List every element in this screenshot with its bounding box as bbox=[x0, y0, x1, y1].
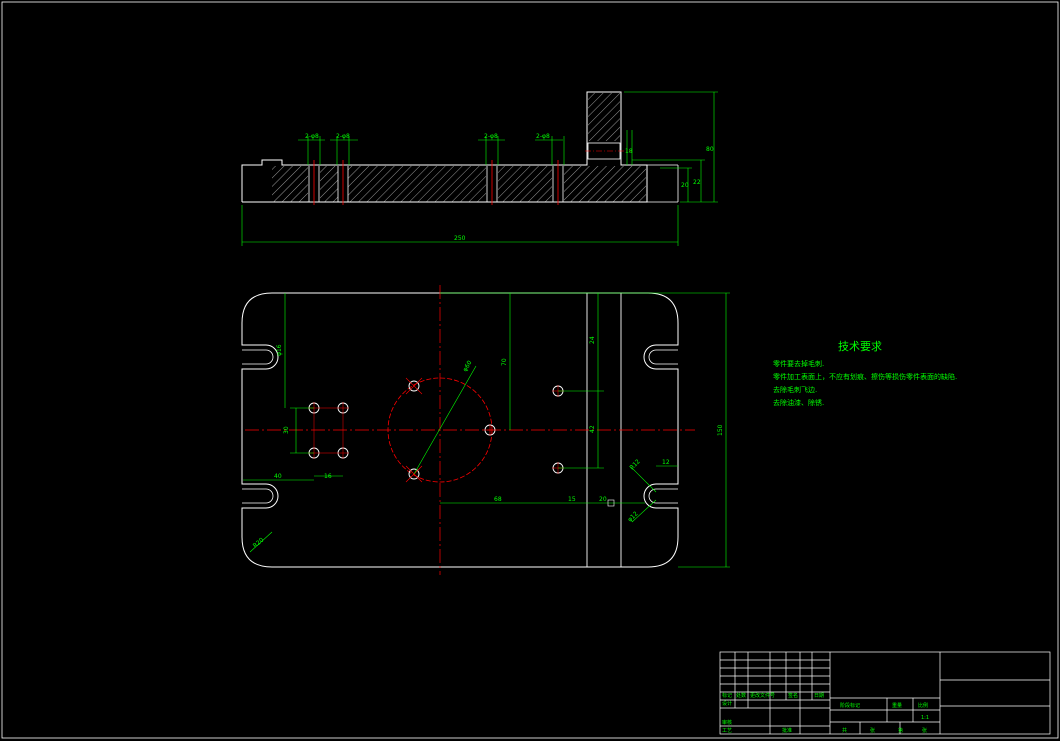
dim-hole-callout-3: 2-φ8 bbox=[484, 133, 498, 140]
tech-requirements-list: 零件要去掉毛刺. 零件加工表面上，不应有划痕、擦伤等损伤零件表面的缺陷. 去除毛… bbox=[773, 358, 957, 410]
left-hole-pattern bbox=[308, 402, 349, 459]
dim-hole-spacing: 16 bbox=[324, 473, 332, 480]
dim-slot-width: 12 bbox=[662, 459, 670, 466]
hatch-area-4 bbox=[498, 166, 552, 202]
dim-left-top-vertical: φ16 bbox=[276, 344, 283, 356]
tb-label-signature: 签名 bbox=[788, 692, 798, 699]
dim-bottom-left-offset: 40 bbox=[274, 473, 282, 480]
slot-left-bottom bbox=[242, 488, 274, 504]
slot-right-bottom bbox=[648, 488, 678, 504]
dim-bottom-horizontal: 68 bbox=[494, 496, 502, 503]
hatch-area-5 bbox=[564, 166, 646, 202]
tech-requirement-item: 零件加工表面上，不应有划痕、擦伤等损伤零件表面的缺陷. bbox=[773, 373, 958, 381]
tb-label-count: 处数 bbox=[736, 692, 746, 699]
title-block: 标记 处数 更改文件号 签名 日期 设计 审核 阶段标记 重量 比例 共 张 第… bbox=[719, 651, 1051, 735]
hatch-area-1 bbox=[272, 166, 308, 202]
tech-requirement-item: 去除油漆、除锈. bbox=[773, 399, 825, 407]
dim-pitch-vertical: 30 bbox=[283, 426, 290, 434]
dim-hole-callout-2: 2-φ8 bbox=[336, 133, 350, 140]
section-view: 250 80 22 20 18 2-φ8 2-φ8 2-φ8 2-φ8 bbox=[241, 91, 718, 246]
dim-big-circle: φ60 bbox=[462, 359, 474, 373]
tech-requirements-title: 技术要求 bbox=[838, 340, 882, 353]
dim-slot-angle: φ12 bbox=[626, 510, 639, 523]
dim-right-vertical-upper: 24 bbox=[589, 336, 596, 344]
tb-label-sheet-1: 张 bbox=[870, 727, 875, 734]
section-dimension-lines bbox=[241, 91, 718, 246]
hatch-area-2 bbox=[320, 166, 338, 202]
hatch-block-upper bbox=[588, 93, 620, 141]
tb-label-scale: 比例 bbox=[918, 702, 928, 709]
plan-view: φ16 30 40 16 70 φ60 24 42 68 15 20 12 R1… bbox=[241, 285, 730, 575]
tb-label-design: 设计 bbox=[722, 700, 732, 707]
hole-center-marks bbox=[308, 385, 564, 474]
dim-corner-radius: R20 bbox=[252, 536, 266, 549]
tb-label-process: 工艺 bbox=[722, 728, 732, 734]
tb-label-date: 日期 bbox=[814, 693, 824, 699]
dim-overall-length: 250 bbox=[454, 235, 466, 242]
tb-label-review: 审核 bbox=[722, 719, 732, 726]
dim-slot-height: 18 bbox=[625, 148, 633, 155]
tb-label-stage: 阶段标记 bbox=[840, 702, 860, 709]
tech-requirement-item: 零件要去掉毛刺. bbox=[773, 360, 825, 368]
dim-hole-callout-4: 2-φ8 bbox=[536, 133, 550, 140]
dim-overall-height: 150 bbox=[717, 424, 724, 436]
dim-small-step-1: 15 bbox=[568, 496, 576, 503]
dim-hole-callout-1: 2-φ8 bbox=[305, 133, 319, 140]
tb-label-mark: 标记 bbox=[722, 692, 732, 699]
tb-label-sheet-2: 张 bbox=[922, 727, 927, 734]
dim-marker-box bbox=[607, 499, 615, 507]
plan-outline bbox=[241, 292, 679, 568]
dim-small-step-2: 20 bbox=[599, 496, 607, 503]
tb-label-total: 共 bbox=[842, 727, 847, 734]
section-hole-centerlines bbox=[313, 160, 559, 205]
dim-right-vertical-lower: 42 bbox=[589, 425, 596, 433]
dim-right-height-outer: 80 bbox=[706, 146, 714, 153]
dim-right-height-mid: 22 bbox=[693, 179, 701, 186]
section-hole-edges bbox=[308, 166, 564, 202]
dim-slot-radius: R12 bbox=[628, 458, 641, 471]
tb-label-weight: 重量 bbox=[892, 702, 902, 709]
dim-right-height-inner: 20 bbox=[681, 182, 689, 189]
right-hole-pair bbox=[552, 385, 564, 474]
slot-left-top bbox=[242, 349, 274, 365]
plan-dimension-lines bbox=[243, 292, 730, 568]
slot-right-top bbox=[648, 349, 678, 365]
tb-label-number: 第 bbox=[898, 727, 903, 734]
hatch-area-3 bbox=[348, 166, 486, 202]
tech-requirement-item: 去除毛刺飞边. bbox=[773, 386, 818, 394]
dim-center-vertical: 70 bbox=[501, 358, 508, 366]
tb-label-approve: 批准 bbox=[782, 727, 792, 734]
tb-scale-value: 1:1 bbox=[921, 715, 929, 721]
tb-label-change-doc: 更改文件号 bbox=[750, 692, 775, 699]
